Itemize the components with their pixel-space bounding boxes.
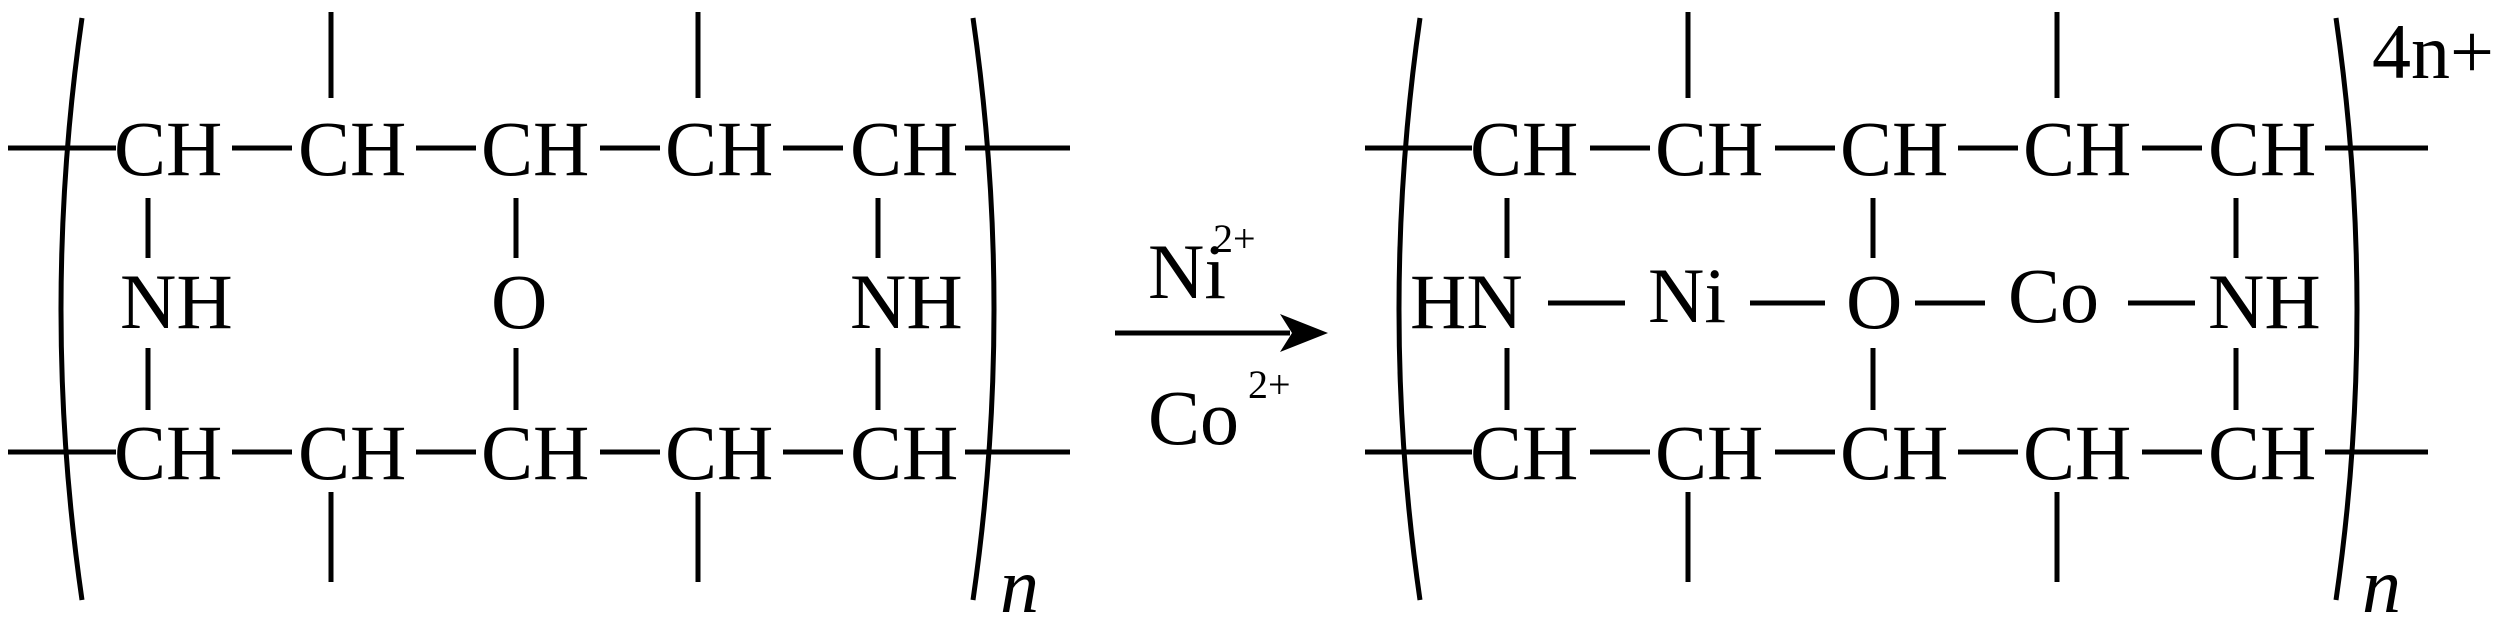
product-o: O: [1846, 258, 1902, 345]
product-top-ch-2: CH: [1655, 105, 1763, 192]
reactant-bottom-ch-5: CH: [850, 409, 958, 496]
reactant-nh-left: NH: [120, 258, 233, 345]
reactant-top-ch-2: CH: [298, 105, 406, 192]
product-top-ch-1: CH: [1470, 105, 1578, 192]
reagent-ni-charge: 2+: [1213, 216, 1256, 261]
product-bottom-ch-2: CH: [1655, 409, 1763, 496]
reactant-right-bracket: [970, 17, 997, 601]
product-bottom-ch-1: CH: [1470, 409, 1578, 496]
product-ni: Ni: [1648, 252, 1726, 339]
reagent-co-charge: 2+: [1248, 362, 1291, 407]
product-hn-left: HN: [1410, 258, 1523, 345]
reactant-bottom-ch-4: CH: [665, 409, 773, 496]
reactant-bottom-ch-1: CH: [114, 409, 222, 496]
reactant-top-ch-5: CH: [850, 105, 958, 192]
reagent-ni: Ni: [1148, 228, 1226, 315]
reactant-subscript-n: n: [1000, 542, 1039, 620]
reactant-top-ch-1: CH: [114, 105, 222, 192]
product-bottom-ch-4: CH: [2023, 409, 2131, 496]
reactant-bottom-ch-3: CH: [481, 409, 589, 496]
product-nh-right: NH: [2208, 258, 2321, 345]
reactant-structure: n CH CH CH CH CH NH O NH CH CH CH CH: [8, 12, 1070, 620]
reactant-left-bracket: [58, 17, 85, 601]
product-left-bracket: [1396, 17, 1423, 601]
reaction-arrow-group: Ni 2+ Co 2+: [1115, 216, 1328, 461]
reaction-arrow-head: [1280, 314, 1328, 352]
product-charge: 4n+: [2372, 8, 2494, 95]
reagent-co: Co: [1148, 374, 1239, 461]
product-co: Co: [2008, 252, 2099, 339]
reactant-o: O: [491, 258, 547, 345]
product-structure: 4n+ n CH CH CH CH CH HN Ni O Co NH CH: [1365, 8, 2494, 620]
reactant-nh-right: NH: [850, 258, 963, 345]
product-top-ch-4: CH: [2023, 105, 2131, 192]
reactant-bottom-ch-2: CH: [298, 409, 406, 496]
product-bottom-ch-3: CH: [1840, 409, 1948, 496]
product-top-ch-5: CH: [2208, 105, 2316, 192]
product-subscript-n: n: [2362, 542, 2401, 620]
product-top-ch-3: CH: [1840, 105, 1948, 192]
product-bottom-ch-5: CH: [2208, 409, 2316, 496]
reactant-top-ch-4: CH: [665, 105, 773, 192]
reactant-top-ch-3: CH: [481, 105, 589, 192]
product-right-bracket: [2333, 17, 2360, 601]
